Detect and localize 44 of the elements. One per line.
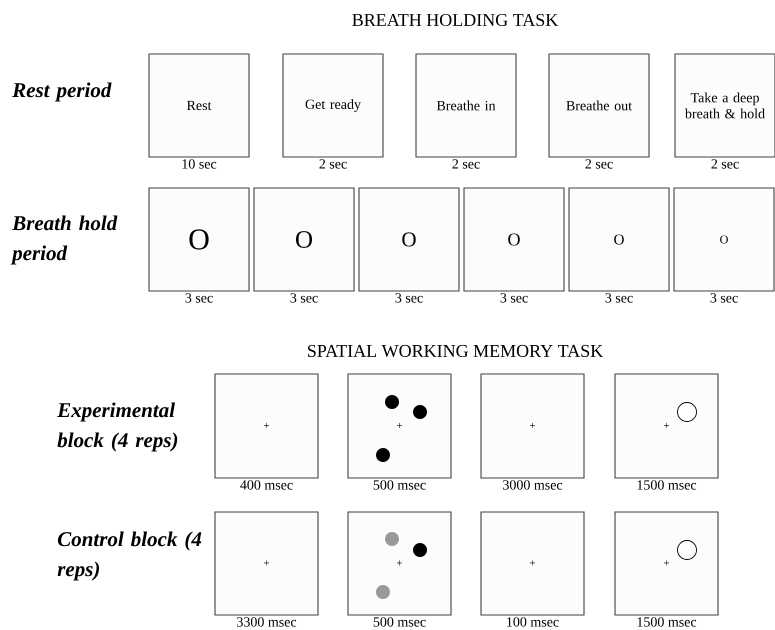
screen-box: + xyxy=(614,373,719,479)
screen-box: + xyxy=(214,511,319,616)
duration-label: 3300 msec xyxy=(237,617,296,627)
screen-box: + xyxy=(614,511,719,616)
duration-label: 3 sec xyxy=(186,293,213,303)
duration-label: 2 sec xyxy=(585,159,613,169)
duration-label: 2 sec xyxy=(452,159,480,169)
duration-label: 1500 msec xyxy=(638,617,696,627)
duration-label: 3 sec xyxy=(606,293,633,303)
row-label: Experimental block (4 reps) xyxy=(57,402,178,452)
section-heading: SPATIAL WORKING MEMORY TASK xyxy=(308,344,604,358)
duration-label: 10 sec xyxy=(182,159,216,169)
duration-label: 3 sec xyxy=(710,293,738,303)
screen-box: Breathe in xyxy=(415,53,517,158)
screen-box: Rest xyxy=(148,53,250,158)
screen-box: + xyxy=(347,373,452,479)
duration-label: 3 sec xyxy=(290,293,318,303)
screen-box: O xyxy=(148,187,250,292)
row-label: Breath hold period xyxy=(10,215,118,265)
row-label: Rest period xyxy=(12,82,112,102)
screen-box: Get ready xyxy=(282,53,384,158)
row-label: Control block (4 reps) xyxy=(58,531,202,581)
duration-label: 100 msec xyxy=(507,617,559,627)
duration-label: 3000 msec xyxy=(503,480,562,490)
duration-label: 2 sec xyxy=(319,159,347,169)
screen-box: O xyxy=(673,187,775,292)
duration-label: 400 msec xyxy=(240,480,293,490)
screen-box: O xyxy=(358,187,460,292)
screen-box: O xyxy=(568,187,670,292)
screen-box: + xyxy=(347,511,452,616)
screen-box: O xyxy=(463,187,565,292)
screen-box: Take a deep breath & hold xyxy=(674,53,775,158)
duration-label: 500 msec xyxy=(374,617,426,627)
duration-label: 2 sec xyxy=(711,159,739,169)
screen-box: + xyxy=(214,373,319,479)
screen-box: + xyxy=(480,511,585,616)
section-heading: BREATH HOLDING TASK xyxy=(352,14,558,26)
duration-label: 3 sec xyxy=(500,293,528,303)
duration-label: 3 sec xyxy=(396,293,423,303)
duration-label: 1500 msec xyxy=(638,480,696,490)
screen-box: O xyxy=(253,187,355,292)
screen-box: Breathe out xyxy=(548,53,650,158)
screen-box: + xyxy=(480,373,585,479)
duration-label: 500 msec xyxy=(374,480,426,490)
